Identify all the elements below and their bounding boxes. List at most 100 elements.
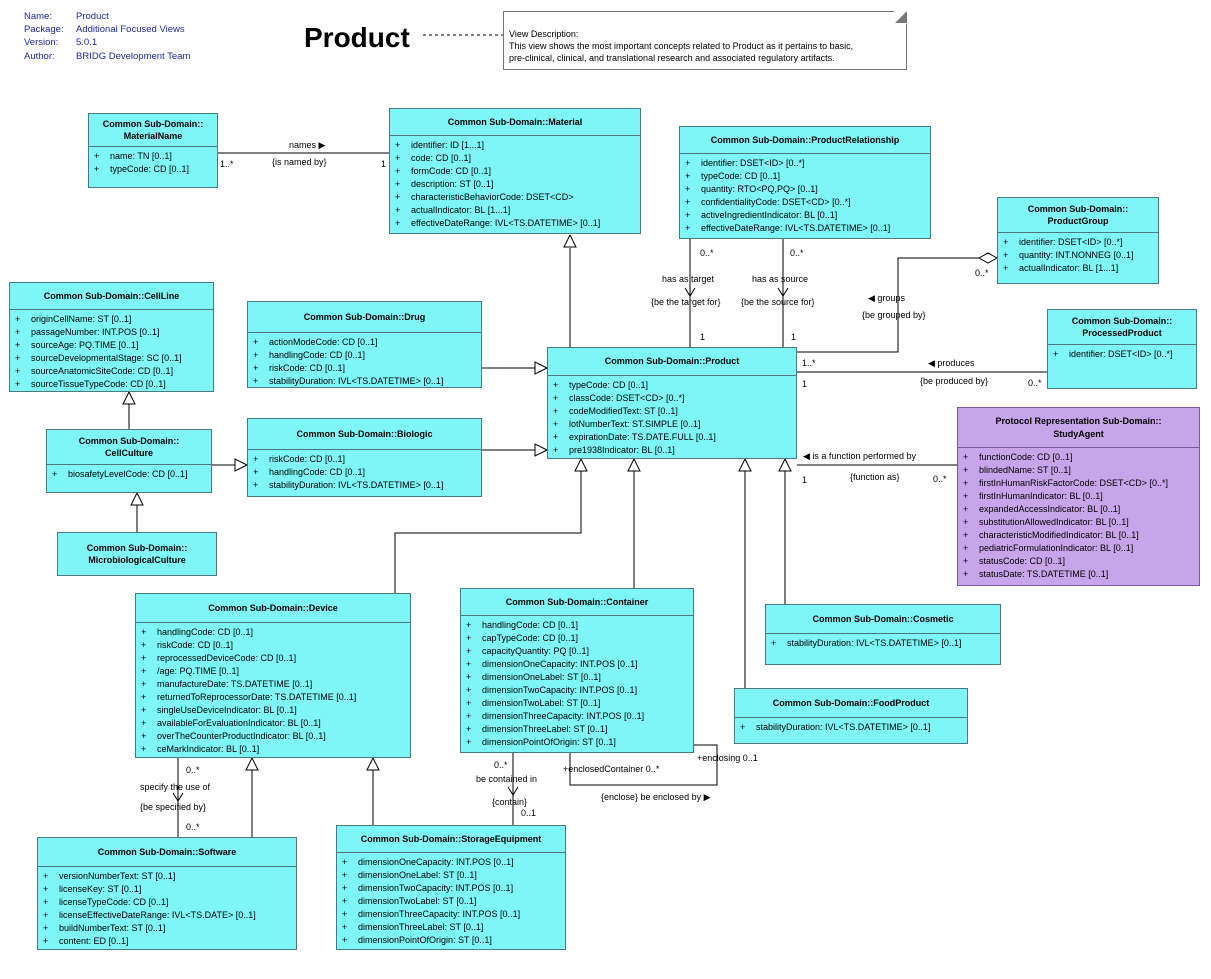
attribute-text: licenseTypeCode: CD [0..1] xyxy=(59,897,169,907)
class-attributes: +dimensionOneCapacity: INT.POS [0..1]+di… xyxy=(337,853,565,947)
public-visibility-icon: + xyxy=(963,478,969,488)
class-device[interactable]: Common Sub-Domain::Device+handlingCode: … xyxy=(135,593,411,758)
class-attribute: +firstInHumanIndicator: BL [0..1] xyxy=(963,490,1199,503)
class-cellline[interactable]: Common Sub-Domain::CellLine+originCellNa… xyxy=(9,282,214,392)
class-attribute: +dimensionOneCapacity: INT.POS [0..1] xyxy=(342,856,565,869)
public-visibility-icon: + xyxy=(253,350,259,360)
class-attribute: +licenseEffectiveDateRange: IVL<TS.DATE>… xyxy=(43,909,296,922)
class-attribute: +typeCode: CD [0..1] xyxy=(685,170,930,183)
class-materialname[interactable]: Common Sub-Domain::MaterialName+name: TN… xyxy=(88,113,218,188)
class-attribute: +/age: PQ.TIME [0..1] xyxy=(141,665,410,678)
public-visibility-icon: + xyxy=(740,722,746,732)
label-prod-m-group: 1..* xyxy=(802,358,816,368)
attribute-text: stabilityDuration: IVL<TS.DATETIME> [0..… xyxy=(787,638,962,648)
public-visibility-icon: + xyxy=(395,192,401,202)
class-attributes: +identifier: DSET<ID> [0..*]+quantity: I… xyxy=(998,233,1158,275)
class-storageequipment[interactable]: Common Sub-Domain::StorageEquipment+dime… xyxy=(336,825,566,950)
public-visibility-icon: + xyxy=(685,223,691,233)
class-attributes: +handlingCode: CD [0..1]+riskCode: CD [0… xyxy=(136,623,410,756)
class-software[interactable]: Common Sub-Domain::Software+versionNumbe… xyxy=(37,837,297,950)
class-header: Common Sub-Domain::Cosmetic xyxy=(766,605,1000,634)
class-attributes: +stabilityDuration: IVL<TS.DATETIME> [0.… xyxy=(735,718,967,734)
info-value: 5.0.1 xyxy=(76,37,98,49)
class-name-line: Common Sub-Domain::Device xyxy=(208,602,338,613)
class-studyagent[interactable]: Protocol Representation Sub-Domain::Stud… xyxy=(957,407,1200,586)
class-attribute: +identifier: DSET<ID> [0..*] xyxy=(685,157,930,170)
contain-arrow xyxy=(507,786,519,796)
label-sa-mult: 0..* xyxy=(933,474,947,484)
view-description-note[interactable]: View Description: This view shows the mo… xyxy=(503,11,907,70)
class-name-line: Common Sub-Domain::Biologic xyxy=(296,428,433,439)
attribute-text: identifier: DSET<ID> [0..*] xyxy=(1069,349,1173,359)
attribute-text: dimensionTwoLabel: ST [0..1] xyxy=(358,896,477,906)
attribute-text: classCode: DSET<CD> [0..*] xyxy=(569,393,685,403)
label-pr-m3: 1 xyxy=(700,332,706,342)
attribute-text: identifier: DSET<ID> [0..*] xyxy=(701,158,805,168)
class-attribute: +stabilityDuration: IVL<TS.DATETIME> [0.… xyxy=(771,637,1000,650)
attribute-text: dimensionPointOfOrigin: ST [0..1] xyxy=(482,737,616,747)
class-header: Common Sub-Domain::MicrobiologicalCultur… xyxy=(58,533,216,576)
class-processedproduct[interactable]: Common Sub-Domain::ProcessedProduct+iden… xyxy=(1047,309,1197,389)
class-attribute: +dimensionThreeLabel: ST [0..1] xyxy=(466,723,693,736)
public-visibility-icon: + xyxy=(963,517,969,527)
label-function: ◀ is a function performed by xyxy=(803,451,916,461)
class-name: Common Sub-Domain::ProductGroup xyxy=(1028,203,1129,228)
attribute-text: handlingCode: CD [0..1] xyxy=(269,467,366,477)
class-container[interactable]: Common Sub-Domain::Container+handlingCod… xyxy=(460,588,694,753)
public-visibility-icon: + xyxy=(43,923,49,933)
class-productgroup[interactable]: Common Sub-Domain::ProductGroup+identifi… xyxy=(997,197,1159,284)
attribute-text: stabilityDuration: IVL<TS.DATETIME> [0..… xyxy=(269,376,444,386)
attribute-text: dimensionOneCapacity: INT.POS [0..1] xyxy=(358,857,514,867)
class-attribute: +effectiveDateRange: IVL<TS.DATETIME> [0… xyxy=(395,217,640,230)
class-foodproduct[interactable]: Common Sub-Domain::FoodProduct+stability… xyxy=(734,688,968,744)
class-productrelationship[interactable]: Common Sub-Domain::ProductRelationship+i… xyxy=(679,126,931,239)
attribute-text: statusCode: CD [0..1] xyxy=(979,556,1066,566)
public-visibility-icon: + xyxy=(963,452,969,462)
class-microbiologicalculture[interactable]: Common Sub-Domain::MicrobiologicalCultur… xyxy=(57,532,217,576)
class-attribute: +dimensionTwoLabel: ST [0..1] xyxy=(466,697,693,710)
class-name-line: ProductGroup xyxy=(1047,216,1109,226)
class-attributes: +typeCode: CD [0..1]+classCode: DSET<CD>… xyxy=(548,376,796,457)
class-cosmetic[interactable]: Common Sub-Domain::Cosmetic+stabilityDur… xyxy=(765,604,1001,665)
class-attribute: +handlingCode: CD [0..1] xyxy=(466,619,693,632)
class-name: Common Sub-Domain::Container xyxy=(506,596,649,609)
material-generalization-arrow xyxy=(563,234,577,248)
class-attributes: +name: TN [0..1]+typeCode: CD [0..1] xyxy=(89,147,217,176)
class-attributes: +identifier: ID [1...1]+code: CD [0..1]+… xyxy=(390,136,640,230)
class-attribute: +dimensionOneLabel: ST [0..1] xyxy=(466,671,693,684)
class-material[interactable]: Common Sub-Domain::Material+identifier: … xyxy=(389,108,641,234)
public-visibility-icon: + xyxy=(15,340,21,350)
public-visibility-icon: + xyxy=(253,454,259,464)
public-visibility-icon: + xyxy=(141,627,147,637)
class-cellculture[interactable]: Common Sub-Domain::CellCulture+biosafety… xyxy=(46,429,212,493)
class-attribute: +riskCode: CD [0..1] xyxy=(141,639,410,652)
note-line-2: pre-clinical, clinical, and translationa… xyxy=(509,53,835,63)
info-row: Name:Product xyxy=(24,10,190,23)
class-biologic[interactable]: Common Sub-Domain::Biologic+riskCode: CD… xyxy=(247,418,482,497)
class-attribute: +characteristicModifiedIndicator: BL [0.… xyxy=(963,529,1199,542)
info-key: Version: xyxy=(24,37,59,49)
label-pp-mult: 0..* xyxy=(1028,378,1042,388)
class-attribute: + identifier: DSET<ID> [0..*] xyxy=(1053,348,1196,361)
label-betarget: {be the target for} xyxy=(651,297,721,307)
class-attribute: +singleUseDeviceIndicator: BL [0..1] xyxy=(141,704,410,717)
class-drug[interactable]: Common Sub-Domain::Drug+actionModeCode: … xyxy=(247,301,482,388)
label-bespecified: {be specified by} xyxy=(140,802,207,812)
label-begrouped: {be grouped by} xyxy=(862,310,926,320)
public-visibility-icon: + xyxy=(553,419,559,429)
class-name: Common Sub-Domain::Cosmetic xyxy=(812,613,953,626)
class-attributes: +versionNumberText: ST [0..1]+licenseKey… xyxy=(38,867,296,948)
class-attributes: +originCellName: ST [0..1]+passageNumber… xyxy=(10,310,213,391)
class-attributes: +stabilityDuration: IVL<TS.DATETIME> [0.… xyxy=(766,634,1000,650)
class-product[interactable]: Common Sub-Domain::Product+typeCode: CD … xyxy=(547,347,797,459)
public-visibility-icon: + xyxy=(1053,349,1059,359)
label-besource: {be the source for} xyxy=(741,297,815,307)
attribute-text: returnedToReprocessorDate: TS.DATETIME [… xyxy=(157,692,357,702)
class-name-line: Common Sub-Domain:: xyxy=(1027,203,1129,214)
public-visibility-icon: + xyxy=(963,556,969,566)
label-hastarget: has as target xyxy=(662,274,715,284)
label-se-m: 0..1 xyxy=(521,808,537,818)
label-mn-mult: 1..* xyxy=(220,159,234,169)
public-visibility-icon: + xyxy=(253,363,259,373)
